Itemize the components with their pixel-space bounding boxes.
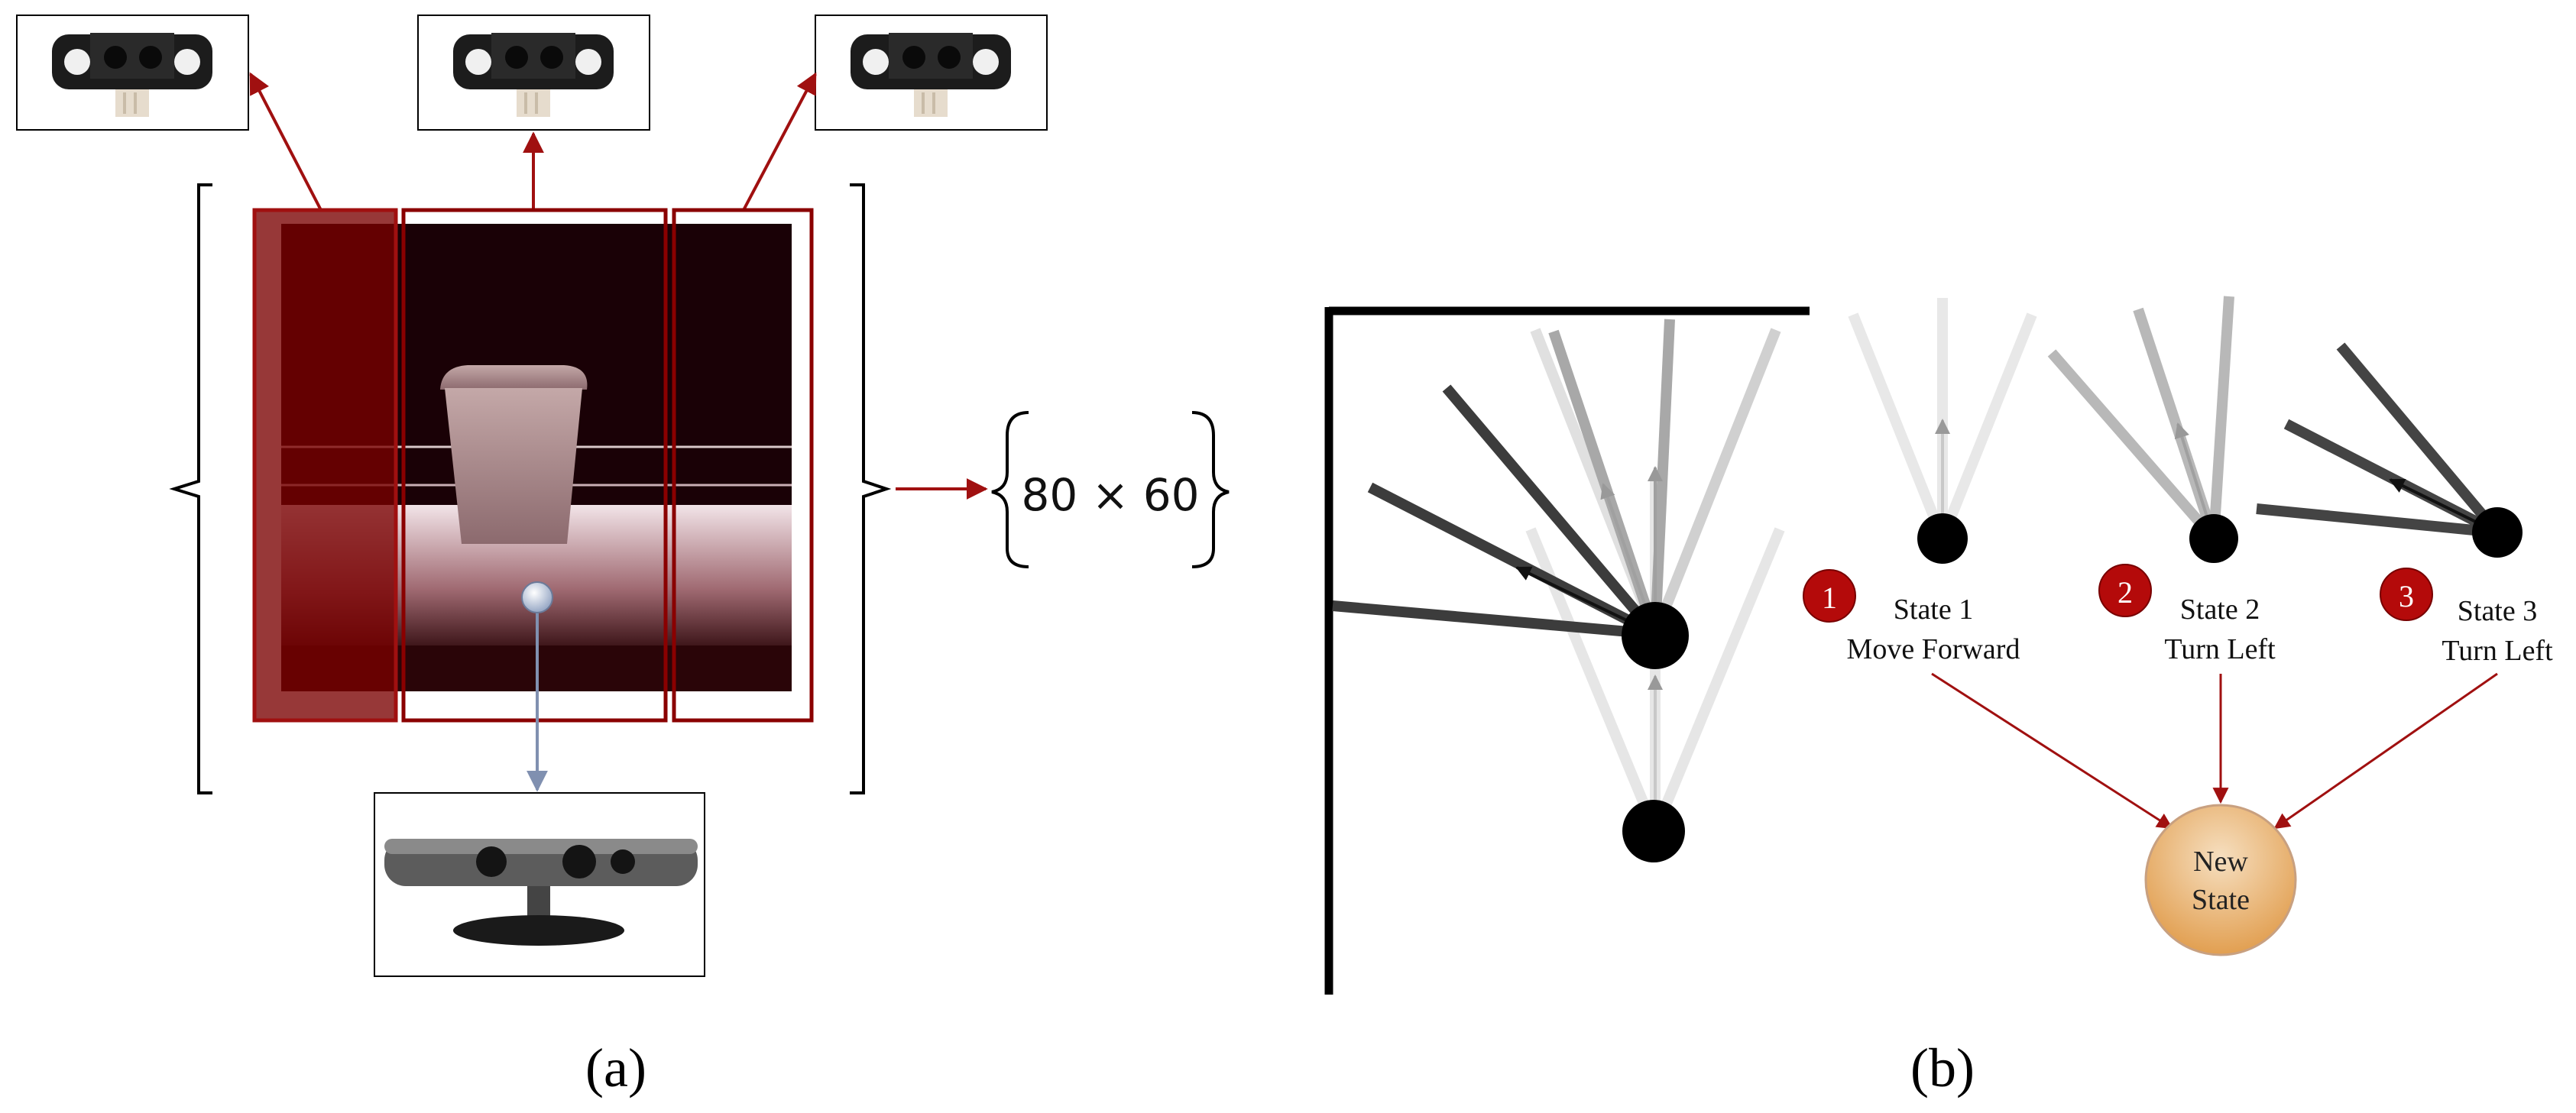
region-center bbox=[401, 208, 668, 723]
state-2-number: 2 bbox=[2118, 575, 2133, 610]
cup-silhouette bbox=[440, 365, 588, 544]
ir-sensor-right bbox=[815, 15, 1048, 131]
arrow-state-1-to-new bbox=[1931, 672, 2173, 830]
robot-start bbox=[1622, 800, 1685, 862]
depth-camera-icon bbox=[384, 839, 698, 946]
state-1-action: Move Forward bbox=[1847, 633, 2020, 665]
state-2-badge: 2 bbox=[2098, 564, 2152, 617]
panel-b-label: (b) bbox=[1910, 1037, 1975, 1098]
arrow-state-3-to-new bbox=[2273, 672, 2498, 830]
arrow-to-left-sensor bbox=[249, 72, 322, 211]
robot-state-3 bbox=[2472, 507, 2523, 558]
depth-camera bbox=[374, 792, 705, 977]
robot-current bbox=[1622, 602, 1689, 669]
state-3-action: Turn Left bbox=[2442, 635, 2553, 667]
state-2-rays bbox=[2047, 296, 2238, 563]
panel-a: 80 × 60 (a) bbox=[16, 15, 1230, 1098]
left-bracket bbox=[169, 183, 212, 794]
ir-sensor-left bbox=[16, 15, 249, 131]
state-3-title: State 3 bbox=[2458, 595, 2537, 627]
corner-ray-fan bbox=[1332, 319, 1785, 833]
state-3-rays bbox=[2256, 342, 2523, 558]
state-2-title: State 2 bbox=[2180, 594, 2260, 626]
state-1-rays bbox=[1848, 298, 2037, 564]
state-1-title: State 1 bbox=[1894, 594, 1973, 626]
new-state-line1: New bbox=[2193, 846, 2248, 878]
state-3-badge: 3 bbox=[2380, 568, 2433, 621]
region-right bbox=[672, 208, 814, 723]
state-1-number: 1 bbox=[1822, 581, 1837, 615]
arrow-to-right-sensor bbox=[742, 72, 817, 211]
dimension-label: 80 × 60 bbox=[1021, 469, 1199, 521]
state-3-number: 3 bbox=[2399, 579, 2414, 613]
robot-state-2 bbox=[2189, 514, 2238, 563]
new-state-line2: State bbox=[2192, 884, 2250, 916]
panel-a-label: (a) bbox=[585, 1037, 646, 1098]
state-1-badge: 1 bbox=[1803, 569, 1856, 623]
new-state-node: New State bbox=[2144, 804, 2297, 956]
panel-b: 1 State 1 Move Forward 2 State 2 Turn Le… bbox=[1324, 296, 2553, 1098]
state-2-action: Turn Left bbox=[2164, 633, 2276, 665]
dimension-brace-left bbox=[991, 411, 1029, 568]
region-left bbox=[252, 208, 398, 723]
ir-sensor-center bbox=[417, 15, 650, 131]
camera-marker bbox=[521, 581, 553, 613]
robot-state-1 bbox=[1917, 513, 1968, 564]
right-bracket bbox=[850, 183, 892, 794]
dimension-brace-right bbox=[1191, 411, 1230, 568]
